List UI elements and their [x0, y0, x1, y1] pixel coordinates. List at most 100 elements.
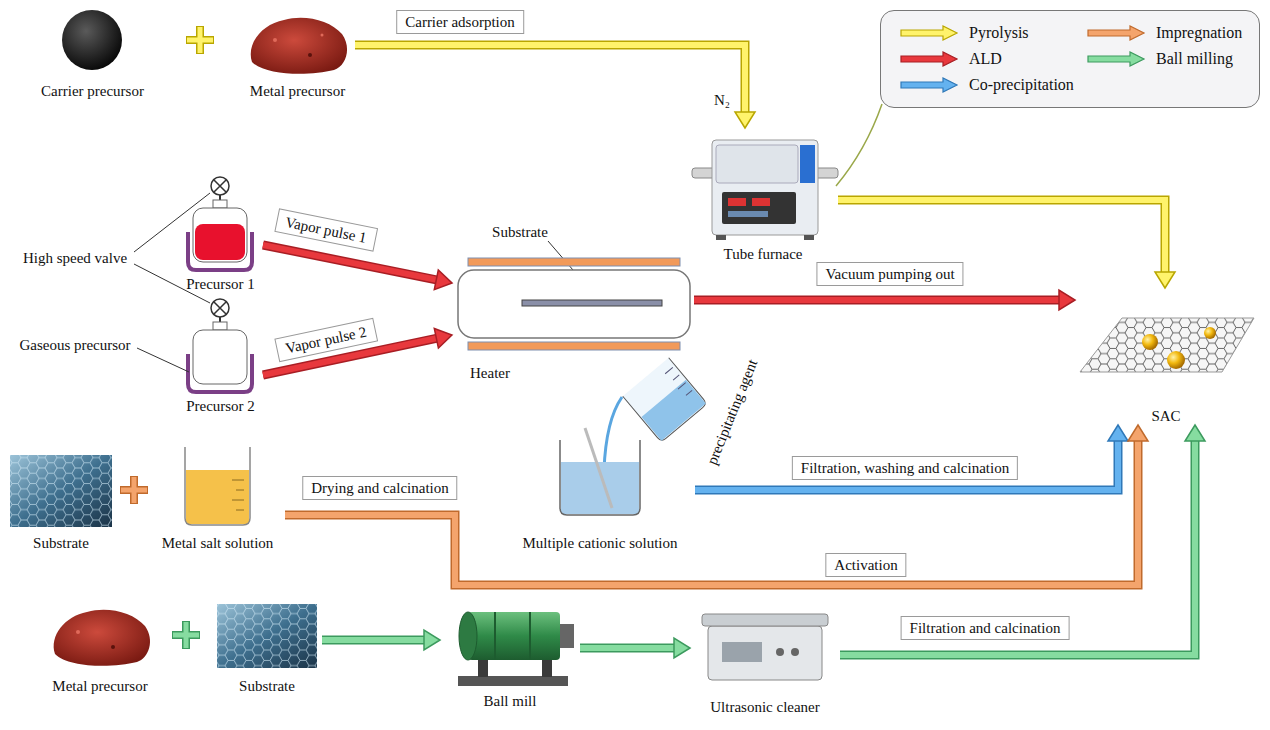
arrow-head	[434, 329, 452, 349]
node-label: Tube furnace	[723, 245, 802, 263]
pouring-beaker	[623, 358, 708, 443]
sac-picture	[1142, 334, 1158, 350]
sac-picture	[1204, 327, 1216, 339]
node-label: Metal salt solution	[162, 534, 274, 552]
ball-mill-picture	[468, 612, 560, 660]
legend-text: Co-precipitation	[969, 75, 1074, 95]
part-label: Substrate	[492, 223, 548, 241]
process-arrow	[322, 630, 440, 650]
ald-chamber-picture	[522, 300, 662, 306]
material-icon: Metal precursor	[240, 8, 355, 100]
substrate-picture	[10, 455, 112, 527]
sac-product: SAC	[1075, 288, 1257, 425]
precursor-1-vessel	[188, 177, 252, 270]
arrow-head	[434, 270, 452, 290]
arrow-body	[322, 637, 424, 643]
arrow-head	[1185, 425, 1205, 441]
ultrasonic-cleaner-picture	[702, 614, 828, 626]
ultrasonic-cleaner-picture	[702, 614, 828, 680]
legend-entry: ALD	[899, 49, 1002, 69]
node-label: Substrate	[33, 534, 89, 552]
substrate-picture	[10, 455, 112, 527]
plus-sign	[173, 622, 199, 648]
tube-furnace-picture	[716, 145, 798, 183]
pouring-beaker	[623, 358, 708, 443]
ultrasonic-cleaner-picture	[708, 626, 822, 680]
liquid-stream	[604, 397, 622, 470]
tube-furnace-picture	[800, 145, 815, 183]
metal-precursor-picture	[273, 38, 277, 42]
ultrasonic-cleaner-picture	[776, 648, 784, 656]
precursor-1-vessel	[188, 232, 252, 270]
ball-mill-picture	[458, 612, 574, 686]
legend-text: Pyrolysis	[969, 23, 1029, 43]
precursor-2-vessel	[213, 322, 227, 330]
part-label: precipitating agent	[703, 357, 762, 468]
arrow-body	[355, 45, 745, 112]
legend-swatch	[1086, 25, 1146, 41]
legend-text: Ball milling	[1156, 49, 1233, 69]
arrow-outline	[263, 245, 436, 280]
arrow-outline	[694, 296, 1059, 305]
legend-swatch	[899, 77, 959, 93]
metal-precursor-picture	[321, 34, 324, 37]
ball-mill-picture	[560, 624, 574, 648]
legend-text: Impregnation	[1156, 23, 1242, 43]
legend-arrow	[901, 78, 957, 92]
metal-precursor-picture	[54, 610, 150, 666]
legend-entry: Pyrolysis	[899, 23, 1029, 43]
precursor-1-vessel	[211, 177, 229, 195]
precursor-2-vessel	[214, 302, 226, 314]
ald-chamber-picture	[458, 270, 690, 338]
arrow-head	[1059, 290, 1075, 310]
ball-mill-picture	[459, 612, 477, 660]
process-arrow	[355, 45, 755, 128]
equipment-icon: Tube furnace	[688, 128, 838, 263]
plus-sign	[121, 477, 147, 503]
arrow-body	[695, 441, 1118, 490]
node-label: Ultrasonic cleaner	[710, 698, 820, 716]
sac-picture	[1080, 318, 1254, 372]
node-label: SAC	[1151, 407, 1180, 425]
pouring-beaker	[665, 367, 692, 396]
arrow-outline	[355, 45, 745, 112]
metal-precursor-picture	[54, 610, 150, 666]
ball-mill-picture	[495, 612, 530, 660]
metal-precursor-picture	[308, 53, 312, 57]
legend-swatch	[1086, 51, 1146, 67]
legend-arrow	[1088, 52, 1144, 66]
precursor-vessel: Precursor 1	[178, 198, 263, 293]
precursor-vessel: Precursor 2	[178, 320, 263, 415]
node-label: Ball mill	[484, 692, 537, 710]
step-label: Drying and calcination	[302, 476, 457, 500]
substrate-picture	[10, 455, 112, 527]
node-label: Metal precursor	[52, 677, 147, 695]
metal-precursor-picture	[251, 18, 347, 74]
metal-precursor-picture	[111, 645, 115, 649]
arrow-body	[263, 245, 436, 280]
solution-beaker: Multiple cationic solution	[505, 432, 695, 552]
node-label: Metal precursor	[250, 82, 345, 100]
arrow-body	[580, 645, 674, 651]
legend-swatch	[899, 25, 959, 41]
step-label: Vacuum pumping out	[816, 262, 963, 286]
tube-furnace-picture	[716, 235, 726, 240]
substrate-icon: Substrate	[212, 600, 322, 695]
step-label: Filtration and calcination	[901, 616, 1070, 640]
solution-beaker: Metal salt solution	[150, 435, 285, 552]
step-label: Activation	[825, 553, 906, 577]
plus-sign	[120, 476, 148, 504]
legend-text: ALD	[969, 49, 1002, 69]
gas-label: N₂	[714, 91, 730, 109]
legend-panel: Pyrolysis ImpregnationALD Ball millingCo-p…	[880, 10, 1260, 108]
sac-picture	[1080, 318, 1254, 372]
ald-chamber-picture	[468, 342, 680, 350]
legend-swatch	[899, 51, 959, 67]
metal-salt-beaker	[186, 470, 249, 524]
metal-salt-beaker	[185, 447, 250, 525]
precursor-2-vessel	[188, 354, 252, 392]
cationic-beaker	[560, 428, 640, 515]
arrow-head	[1128, 425, 1148, 441]
sac-picture	[1080, 318, 1254, 372]
part-label: High speed valve	[23, 249, 127, 267]
